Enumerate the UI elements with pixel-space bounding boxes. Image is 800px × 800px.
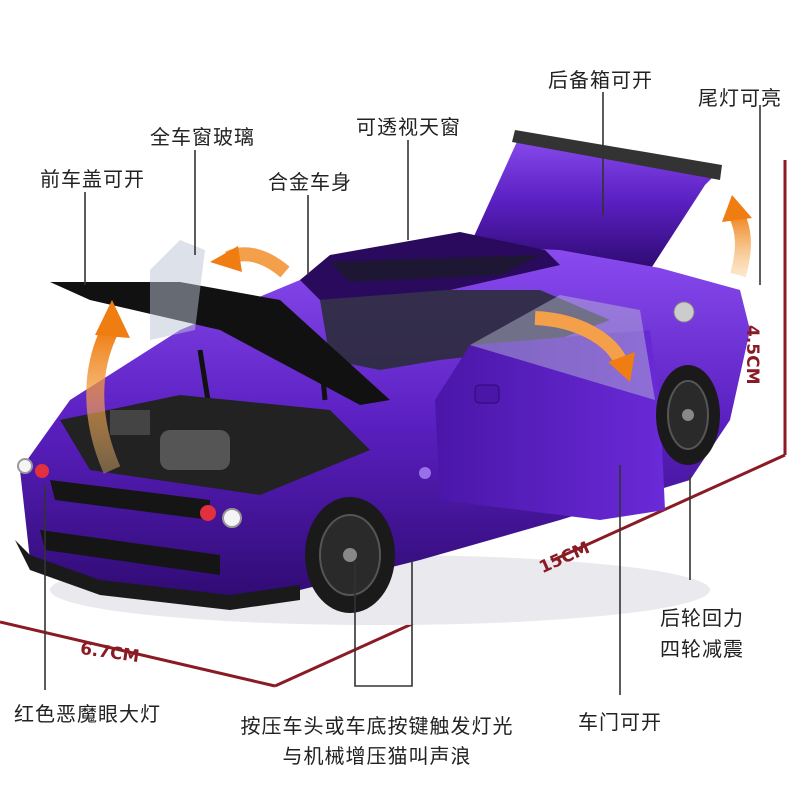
demon-eye-light-right [200,505,216,521]
height-dimension-text: 4.5CM [742,325,762,385]
front-wheel [305,497,395,613]
sunroof-glass [330,255,540,282]
button-label-line2: 与机械增压猫叫声浪 [282,744,472,768]
windows-label: 全车窗玻璃 [150,125,255,149]
rear-wheel [656,365,720,465]
leader-lines [44,92,761,695]
rear-wheel-label: 后轮回力 [660,606,744,630]
window-arrow-icon [210,246,290,278]
sunroof-label: 可透视天窗 [356,115,461,139]
engine-bay [60,395,370,495]
hood-label: 前车盖可开 [40,167,145,191]
alloy-body-label: 合金车身 [268,170,352,194]
button-label-line1: 按压车头或车底按键触发灯光 [240,714,514,738]
side-window-glass [150,240,205,340]
trunk-lid [470,130,722,270]
width-dimension-line [0,620,276,688]
hood-arrow-icon [86,300,130,474]
headlight-left [17,458,33,474]
headlight-label: 红色恶魔眼大灯 [14,702,161,726]
suspension-label: 四轮减震 [660,637,744,661]
open-door [435,295,665,520]
taillight-label: 尾灯可亮 [698,86,782,110]
button-leader [354,560,413,687]
trunk-label: 后备箱可开 [548,68,653,92]
demon-eye-light [35,464,49,478]
trunk-arrow-icon [722,195,752,278]
door-arrow-icon [534,311,635,382]
door-label: 车门可开 [578,710,662,734]
